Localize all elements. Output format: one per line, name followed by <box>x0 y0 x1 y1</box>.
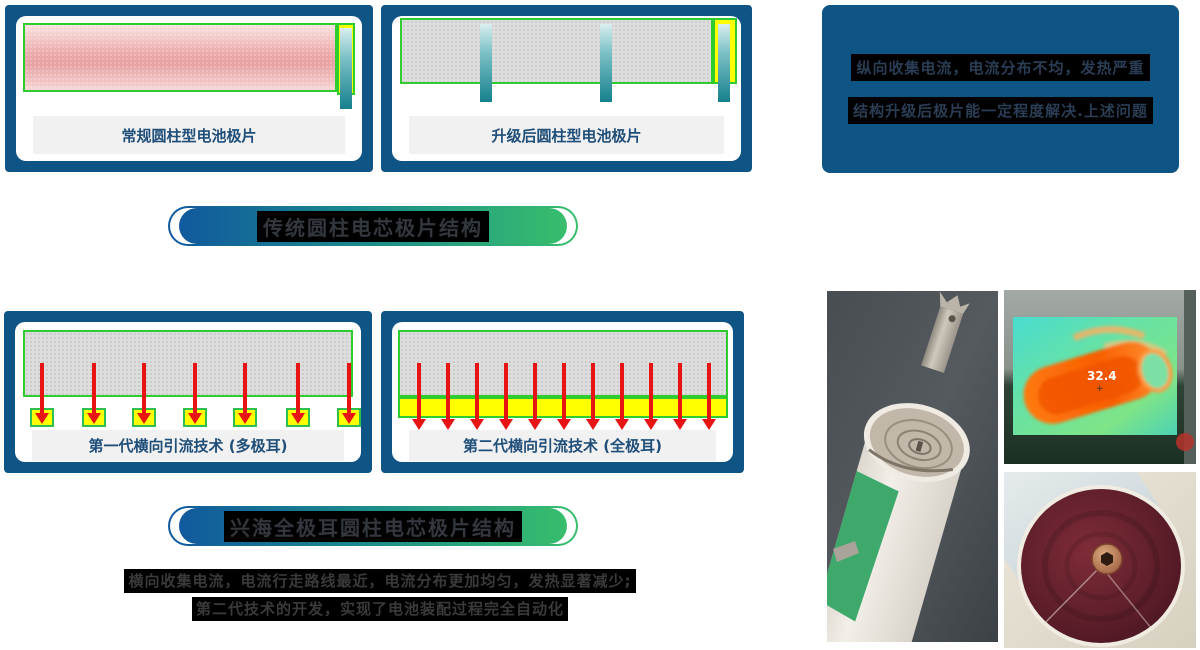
current-arrow-icon <box>615 363 629 430</box>
teal-current-tab <box>340 28 352 109</box>
info-line-2: 结构升级后极片能一定程度解决.上述问题 <box>848 97 1153 124</box>
panel-caption: 第二代横向引流技术 (全极耳) <box>409 430 716 461</box>
current-arrow-icon <box>470 363 484 430</box>
current-arrow-icon <box>342 363 356 424</box>
panel-caption: 常规圆柱型电池极片 <box>33 116 345 154</box>
info-box-vertical-collection: 纵向收集电流，电流分布不均，发热严重 结构升级后极片能一定程度解决.上述问题 <box>822 5 1179 173</box>
current-arrow-icon <box>412 363 426 430</box>
thermal-crosshair-icon: + <box>1096 384 1104 394</box>
current-arrow-icon <box>644 363 658 430</box>
current-arrow-icon <box>702 363 716 430</box>
footnote-block: 横向收集电流，电流行走路线最近，电流分布更加均匀，发热显著减少; 第二代技术的开… <box>40 569 720 626</box>
info-line-1: 纵向收集电流，电流分布不均，发热严重 <box>851 54 1150 81</box>
current-arrow-icon <box>673 363 687 430</box>
banner-fill: 兴海全极耳圆柱电芯极片结构 <box>179 508 567 544</box>
panel-gen1-multi-tab: 第一代横向引流技术 (多极耳) <box>4 311 372 473</box>
current-arrow-icon <box>188 363 202 424</box>
current-arrow-icon <box>291 363 305 424</box>
banner-traditional-structure: 传统圆柱电芯极片结构 <box>168 206 578 246</box>
gray-electrode-bar <box>23 330 353 397</box>
thermal-reading-label: 32.4 <box>1087 369 1117 383</box>
footnote-line-2-wrap: 第二代技术的开发，实现了电池装配过程完全自动化 <box>40 597 720 621</box>
teal-current-tab <box>480 24 492 102</box>
panel-caption: 第一代横向引流技术 (多极耳) <box>32 430 344 461</box>
current-arrow-icon <box>586 363 600 430</box>
roll-end-illustration <box>1004 472 1196 648</box>
teal-current-tab <box>600 24 612 102</box>
panel-card: 常规圆柱型电池极片 <box>16 16 362 161</box>
current-arrow-icon <box>441 363 455 430</box>
teal-current-tab <box>718 24 730 102</box>
panel-caption: 升级后圆柱型电池极片 <box>409 116 724 154</box>
footnote-line-1: 横向收集电流，电流行走路线最近，电流分布更加均匀，发热显著减少; <box>124 569 636 593</box>
jelly-roll-illustration <box>827 291 998 642</box>
footnote-line-2: 第二代技术的开发，实现了电池装配过程完全自动化 <box>191 597 568 621</box>
panel-conventional-electrode: 常规圆柱型电池极片 <box>5 5 373 172</box>
banner-fill: 传统圆柱电芯极片结构 <box>179 208 567 244</box>
footnote-line-1-wrap: 横向收集电流，电流行走路线最近，电流分布更加均匀，发热显著减少; <box>40 569 720 593</box>
thermal-illustration: 32.4 + <box>1004 290 1196 464</box>
banner-xinghai-structure: 兴海全极耳圆柱电芯极片结构 <box>168 506 578 546</box>
current-arrow-icon <box>528 363 542 430</box>
banner-title: 兴海全极耳圆柱电芯极片结构 <box>224 510 522 542</box>
photo-thermal-image: 32.4 + <box>1004 290 1196 464</box>
panel-card: 第一代横向引流技术 (多极耳) <box>15 322 361 462</box>
current-arrow-icon <box>87 363 101 424</box>
banner-title: 传统圆柱电芯极片结构 <box>257 210 489 242</box>
panel-card: 第二代横向引流技术 (全极耳) <box>392 322 733 462</box>
current-arrow-icon <box>35 363 49 424</box>
current-arrow-icon <box>238 363 252 424</box>
current-arrow-icon <box>557 363 571 430</box>
panel-card: 升级后圆柱型电池极片 <box>392 16 741 161</box>
panel-gen2-full-tab: 第二代横向引流技术 (全极耳) <box>381 311 744 473</box>
photo-jelly-roll-cell <box>827 291 998 642</box>
current-arrow-icon <box>137 363 151 424</box>
gray-electrode-bar <box>400 18 713 84</box>
panel-upgraded-electrode: 升级后圆柱型电池极片 <box>381 5 752 172</box>
photo-electrode-roll-end <box>1004 472 1196 648</box>
current-arrow-icon <box>499 363 513 430</box>
pink-electrode-bar <box>23 23 337 92</box>
